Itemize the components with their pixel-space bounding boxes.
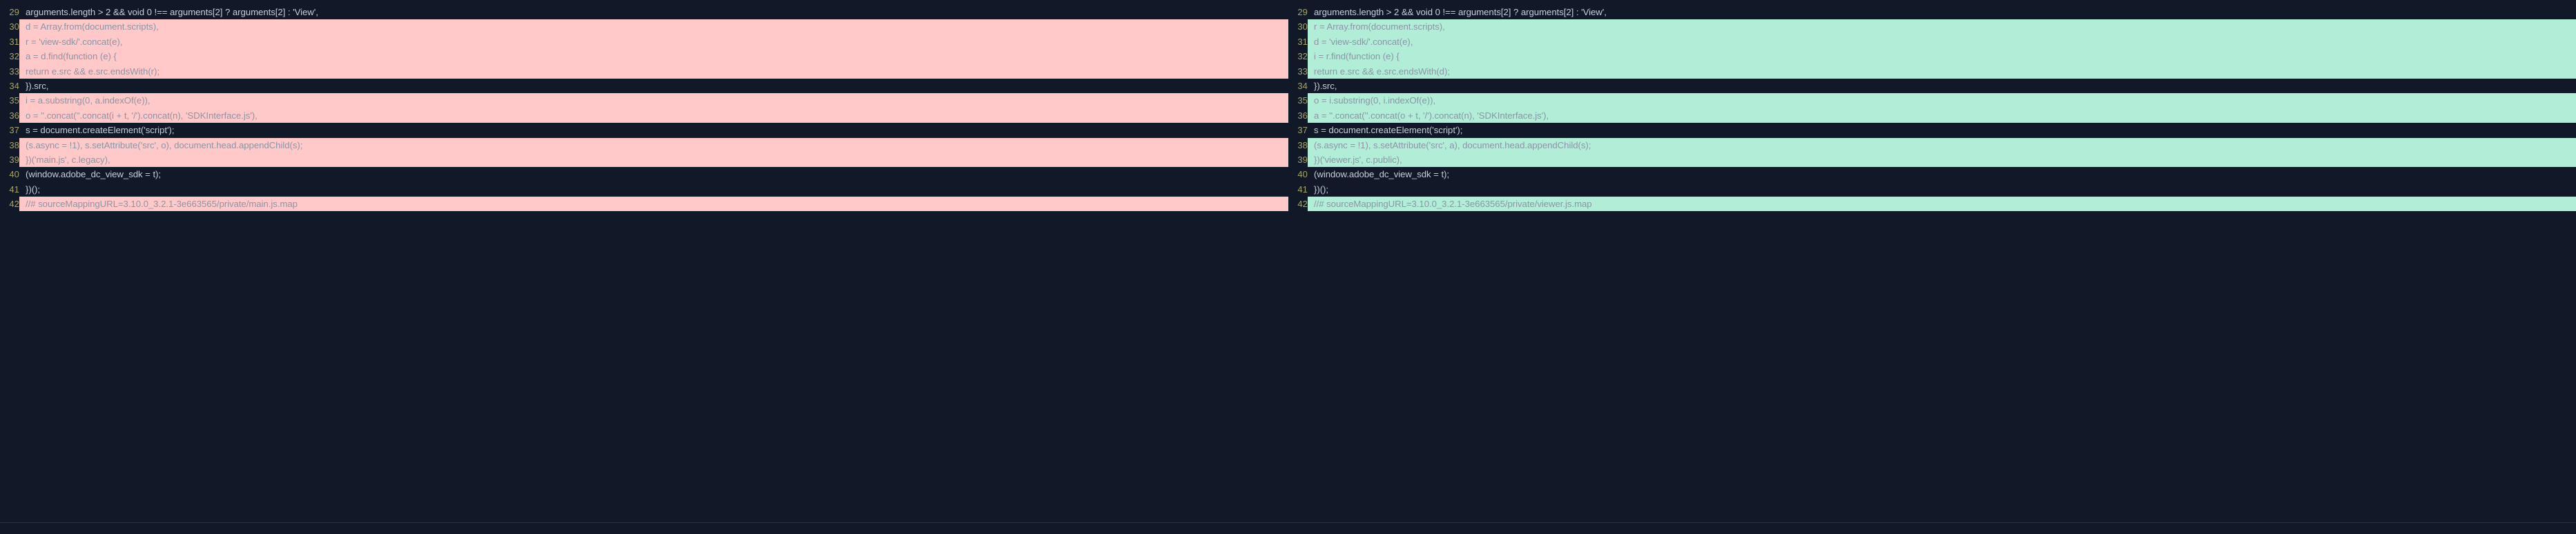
bottom-strip: [0, 523, 2576, 534]
code-text[interactable]: arguments.length > 2 && void 0 !== argum…: [19, 5, 1288, 20]
bottom-divider-rule: [0, 522, 2576, 523]
code-text[interactable]: s = document.createElement('script');: [1308, 123, 2576, 138]
code-text[interactable]: arguments.length > 2 && void 0 !== argum…: [1308, 5, 2576, 20]
line-number: 32: [1288, 49, 1308, 64]
code-text[interactable]: return e.src && e.src.endsWith(d);: [1308, 63, 2576, 79]
diff-line-removed[interactable]: 42//# sourceMappingURL=3.10.0_3.2.1-3e66…: [0, 197, 1288, 212]
diff-line-context[interactable]: 40(window.adobe_dc_view_sdk = t);: [0, 167, 1288, 182]
line-number: 39: [0, 152, 19, 168]
line-number: 40: [0, 167, 19, 182]
line-number: 37: [1288, 123, 1308, 138]
line-number: 31: [0, 34, 19, 50]
line-number: 30: [0, 19, 19, 34]
diff-line-context[interactable]: 40(window.adobe_dc_view_sdk = t);: [1288, 167, 2576, 182]
diff-line-added[interactable]: 42//# sourceMappingURL=3.10.0_3.2.1-3e66…: [1288, 197, 2576, 212]
line-number: 35: [0, 93, 19, 108]
code-text[interactable]: a = ''.concat(''.concat(o + t, '/').conc…: [1308, 108, 2576, 123]
diff-line-context[interactable]: 41})();: [0, 181, 1288, 197]
line-number: 34: [1288, 78, 1308, 94]
code-text[interactable]: return e.src && e.src.endsWith(r);: [19, 63, 1288, 79]
code-text[interactable]: }).src,: [19, 78, 1288, 94]
line-number: 38: [0, 137, 19, 152]
line-number: 41: [0, 181, 19, 197]
code-text[interactable]: i = r.find(function (e) {: [1308, 49, 2576, 64]
code-text[interactable]: (window.adobe_dc_view_sdk = t);: [1308, 167, 2576, 182]
diff-line-removed[interactable]: 38(s.async = !1), s.setAttribute('src', …: [0, 137, 1288, 152]
code-text[interactable]: })('main.js', c.legacy),: [19, 152, 1288, 168]
code-text[interactable]: o = i.substring(0, i.indexOf(e)),: [1308, 93, 2576, 108]
line-number: 40: [1288, 167, 1308, 182]
diff-line-added[interactable]: 39})('viewer.js', c.public),: [1288, 152, 2576, 168]
line-number: 42: [0, 197, 19, 212]
line-number: 29: [1288, 5, 1308, 20]
line-number: 39: [1288, 152, 1308, 168]
code-text[interactable]: d = Array.from(document.scripts),: [19, 19, 1288, 34]
code-text[interactable]: a = d.find(function (e) {: [19, 49, 1288, 64]
code-text[interactable]: i = a.substring(0, a.indexOf(e)),: [19, 93, 1288, 108]
code-text[interactable]: })();: [19, 181, 1288, 197]
diff-line-context[interactable]: 34}).src,: [0, 78, 1288, 94]
line-number: 30: [1288, 19, 1308, 34]
line-number: 33: [0, 63, 19, 79]
code-text[interactable]: o = ''.concat(''.concat(i + t, '/').conc…: [19, 108, 1288, 123]
line-number: 37: [0, 123, 19, 138]
code-text[interactable]: s = document.createElement('script');: [19, 123, 1288, 138]
pane-tail-old: [0, 211, 1288, 221]
code-text[interactable]: })('viewer.js', c.public),: [1308, 152, 2576, 168]
line-number: 31: [1288, 34, 1308, 50]
line-number: 36: [0, 108, 19, 123]
line-number: 29: [0, 5, 19, 20]
code-text[interactable]: }).src,: [1308, 78, 2576, 94]
line-number: 38: [1288, 137, 1308, 152]
diff-line-context[interactable]: 41})();: [1288, 181, 2576, 197]
diff-line-context[interactable]: 34}).src,: [1288, 78, 2576, 94]
line-number: 36: [1288, 108, 1308, 123]
line-number: 33: [1288, 63, 1308, 79]
line-number: 32: [0, 49, 19, 64]
code-text[interactable]: //# sourceMappingURL=3.10.0_3.2.1-3e6635…: [19, 197, 1288, 212]
line-number: 42: [1288, 197, 1308, 212]
code-text[interactable]: r = Array.from(document.scripts),: [1308, 19, 2576, 34]
diff-line-added[interactable]: 38(s.async = !1), s.setAttribute('src', …: [1288, 137, 2576, 152]
code-text[interactable]: (s.async = !1), s.setAttribute('src', o)…: [19, 137, 1288, 152]
diff-line-removed[interactable]: 39})('main.js', c.legacy),: [0, 152, 1288, 168]
line-number: 41: [1288, 181, 1308, 197]
code-text[interactable]: //# sourceMappingURL=3.10.0_3.2.1-3e6635…: [1308, 197, 2576, 212]
code-text[interactable]: d = 'view-sdk/'.concat(e),: [1308, 34, 2576, 50]
code-text[interactable]: r = 'view-sdk/'.concat(e),: [19, 34, 1288, 50]
line-number: 35: [1288, 93, 1308, 108]
code-text[interactable]: (window.adobe_dc_view_sdk = t);: [19, 167, 1288, 182]
pane-tail-new: [1288, 211, 2576, 221]
code-text[interactable]: (s.async = !1), s.setAttribute('src', a)…: [1308, 137, 2576, 152]
line-number: 34: [0, 78, 19, 94]
code-text[interactable]: })();: [1308, 181, 2576, 197]
